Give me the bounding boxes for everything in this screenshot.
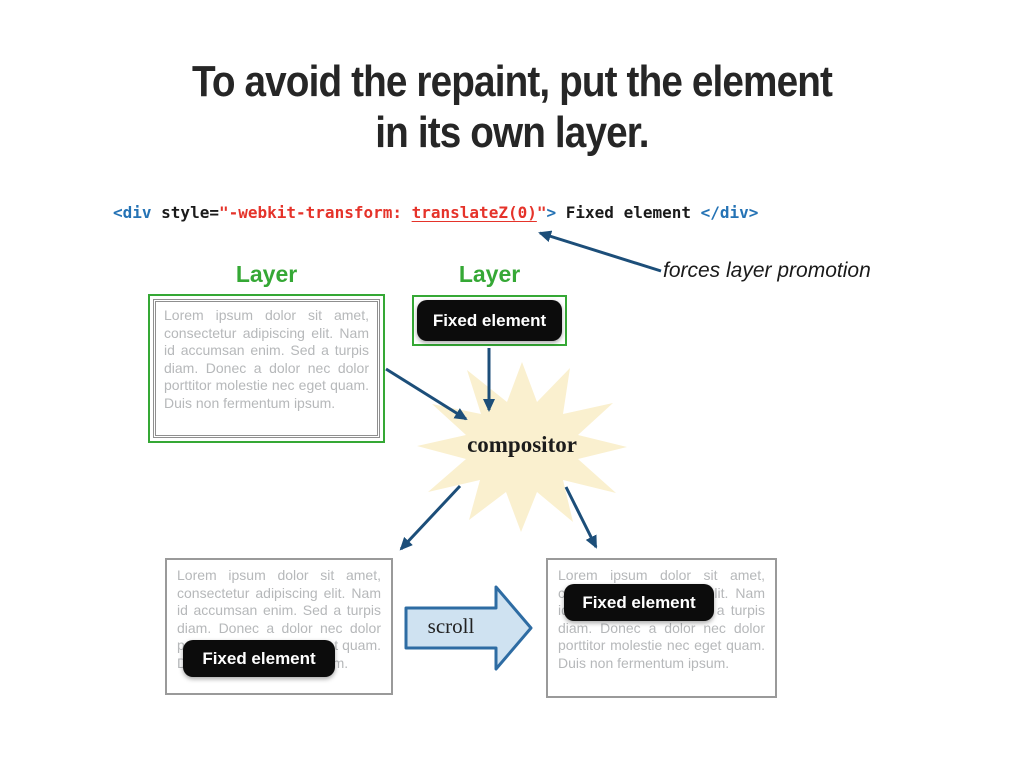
- layer-box-left: Lorem ipsum dolor sit amet, consectetur …: [148, 294, 385, 443]
- layer-left-viewport: Lorem ipsum dolor sit amet, consectetur …: [153, 299, 380, 438]
- arrow-compositor-to-page-after: [564, 486, 598, 549]
- code-token-gt: >: [546, 203, 557, 222]
- code-token-fixed-element-text: Fixed element: [556, 203, 701, 222]
- fixed-element-badge-after: Fixed element: [564, 584, 714, 621]
- scroll-label: scroll: [427, 614, 475, 638]
- lorem-text-layer-left: Lorem ipsum dolor sit amet, consectetur …: [164, 307, 369, 411]
- code-token-div-close: </div>: [700, 203, 759, 222]
- title-line-1: To avoid the repaint, put the element: [191, 57, 833, 106]
- arrow-layer-left-to-compositor: [385, 367, 468, 421]
- code-token-close-quote: ": [536, 203, 547, 222]
- page-box-before-scroll: Lorem ipsum dolor sit amet, consectetur …: [165, 558, 393, 695]
- code-token-style-attr: style=: [151, 203, 219, 222]
- code-snippet: <div style="-webkit-transform: translate…: [113, 202, 758, 224]
- fixed-element-badge-layer: Fixed element: [417, 300, 562, 341]
- code-token-webkit-transform: "-webkit-transform:: [218, 203, 412, 222]
- page-box-after-scroll: Lorem ipsum dolor sit amet, consectetur …: [546, 558, 777, 698]
- arrow-compositor-to-page-before: [399, 484, 462, 551]
- code-token-translatez: translateZ(0): [411, 203, 537, 222]
- layer-label-left: Layer: [235, 261, 298, 287]
- slide-title: To avoid the repaint, put the element in…: [61, 56, 962, 158]
- layer-box-right: Fixed element: [412, 295, 567, 346]
- layer-label-right: Layer: [458, 261, 521, 287]
- code-token-div-open: <div: [113, 203, 152, 222]
- fixed-element-badge-before: Fixed element: [183, 640, 335, 677]
- compositor-label: compositor: [467, 432, 577, 457]
- title-line-2: in its own layer.: [375, 108, 649, 157]
- annotation-forces-layer-promotion: forces layer promotion: [663, 259, 871, 282]
